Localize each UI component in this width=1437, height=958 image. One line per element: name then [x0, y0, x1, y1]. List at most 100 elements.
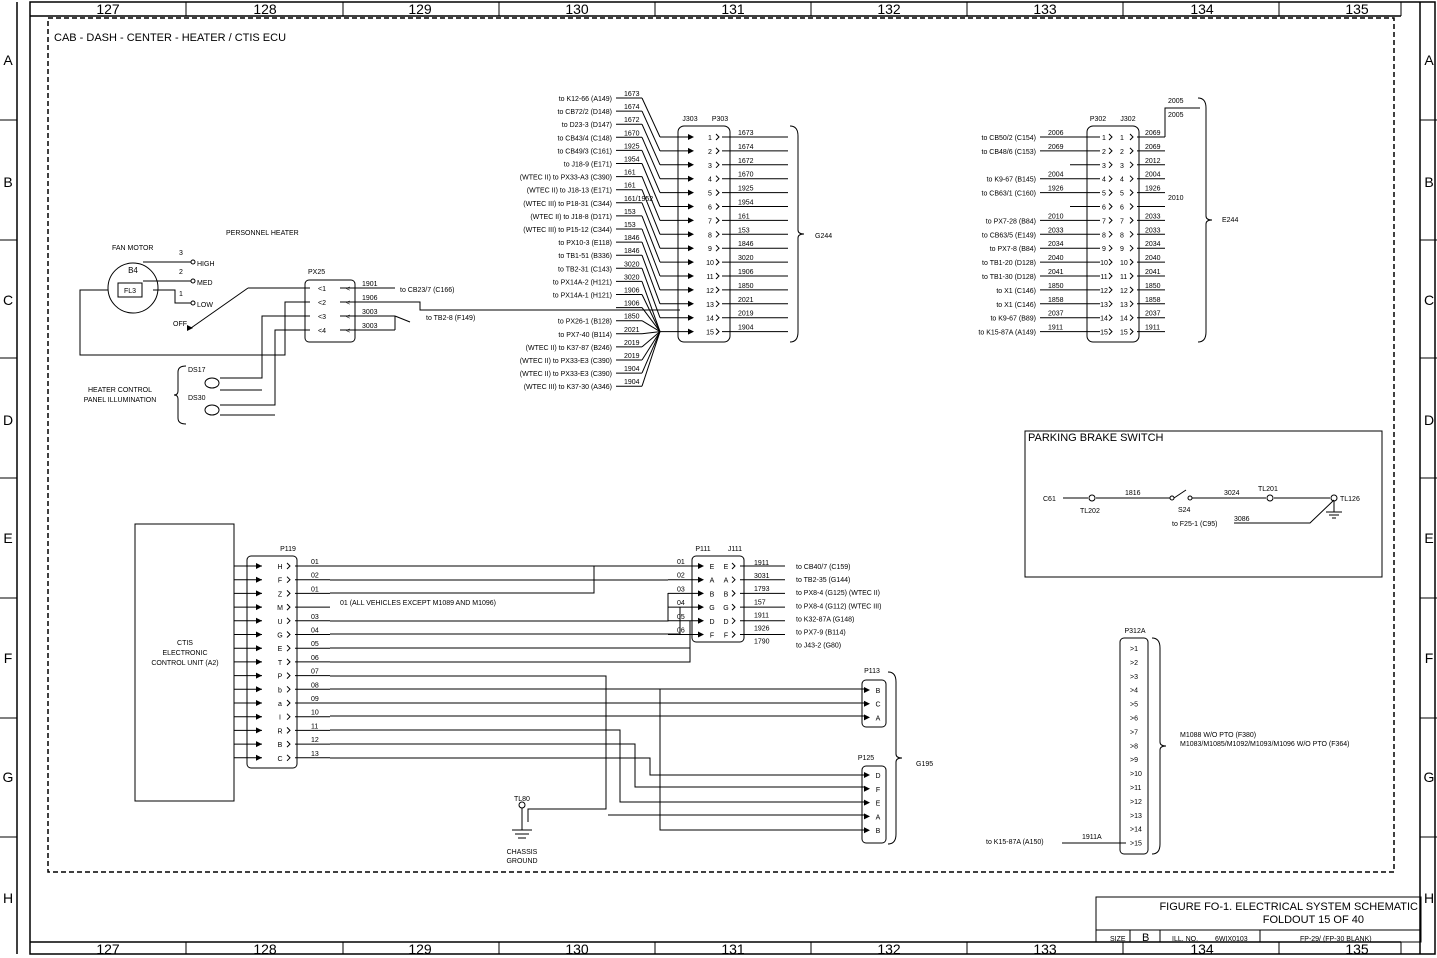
title-ill-label: ILL. NO. — [1172, 936, 1198, 943]
p111-connector — [691, 555, 745, 643]
j302-pin: 15 — [1120, 330, 1128, 337]
p125-pin: D — [875, 773, 880, 780]
pb-wire-3086-label: 3086 — [1234, 516, 1250, 523]
ctis-route-11 — [330, 729, 864, 803]
j303-dest-wire: 161 — [624, 183, 636, 190]
p302-pin: 11 — [1100, 274, 1107, 281]
ctis-out-dest: to PX7-9 (B114) — [796, 630, 846, 637]
ctis-route-ground — [330, 675, 607, 822]
j303-dest-label: to PX14A-1 (H121) — [553, 293, 612, 300]
px25-pin: <3 — [318, 314, 326, 321]
p111-in-arrow — [698, 576, 704, 583]
title-size-label: SIZE — [1110, 936, 1126, 943]
p119-pin: Z — [278, 591, 283, 598]
j303-dest-wire: 1846 — [624, 235, 640, 242]
j303-pin: 10 — [706, 260, 714, 267]
p312a-pin: >4 — [1130, 688, 1138, 695]
j111-pin-chevron — [731, 631, 736, 638]
j302-pin-chevron — [1129, 272, 1134, 280]
j303-dest-wire: 2019 — [624, 353, 640, 360]
section-title: CAB - DASH - CENTER - HEATER / CTIS ECU — [54, 32, 286, 44]
j303-pin-chevron — [715, 286, 720, 294]
j302-pin-chevron — [1129, 286, 1134, 294]
j111-pin: B — [724, 591, 729, 598]
switch-contact — [190, 259, 196, 265]
j302-name: J302 — [1120, 116, 1135, 123]
grid-col-label-top: 129 — [408, 1, 432, 17]
j303-dest-label: to PX14A-2 (H121) — [553, 279, 612, 286]
grid-col-label-top: 134 — [1190, 1, 1214, 17]
ctis-out-dest: to PX8-4 (G112) (WTEC III) — [796, 603, 881, 610]
j303-in-arrow — [688, 300, 694, 307]
p302-in-wire-label: 1926 — [1048, 186, 1064, 193]
j303-pin: 3 — [708, 163, 712, 170]
j303-dest-label: to D23-3 (D147) — [562, 122, 612, 129]
p302-pin: 8 — [1102, 232, 1106, 239]
j303-fan-wire — [641, 331, 661, 348]
j302-out-label: 1926 — [1145, 186, 1161, 193]
p119-pin-chevron — [286, 631, 291, 638]
p119-pin: I — [279, 715, 281, 722]
p125-name: P125 — [858, 755, 874, 762]
grid-row-label-left: B — [3, 174, 12, 190]
j303-in-arrow — [688, 273, 694, 279]
p125-pin: B — [876, 828, 881, 835]
p302-in-wire-label: 2006 — [1048, 130, 1064, 137]
p312a-pin: >1 — [1130, 646, 1138, 653]
grid-col-label-bottom: 131 — [721, 941, 745, 957]
g195-bracket — [887, 671, 903, 845]
p302-pin-chevron — [1108, 217, 1113, 224]
switch-arrow — [187, 325, 193, 331]
j303-pin: 14 — [706, 316, 714, 323]
p125-pin: F — [876, 787, 880, 794]
j303-pin: 2 — [708, 149, 712, 156]
p119-in-arrow — [256, 631, 262, 638]
p302-dest-label: to PX7-28 (B84) — [986, 218, 1036, 225]
grid-col-label-top: 133 — [1033, 1, 1057, 17]
p302-pin: 7 — [1102, 218, 1106, 225]
ground-label-1: CHASSIS — [507, 849, 538, 856]
j302-pin-chevron — [1129, 161, 1134, 169]
p113-arrow — [864, 687, 870, 693]
j302-out-label: 1858 — [1145, 297, 1161, 304]
outer-border — [29, 1, 1436, 955]
ctis-out-dest: to K32-87A (G148) — [796, 616, 854, 623]
j303-in-arrow — [688, 189, 694, 196]
j302-pin: 6 — [1120, 205, 1124, 212]
p302-in-wire-label: 1858 — [1048, 297, 1064, 304]
grid-col-label-bottom: 128 — [253, 941, 277, 957]
j303-dest-label: to CB43/4 (C148) — [558, 135, 612, 142]
illum-wire-2 — [220, 329, 310, 406]
j303-fan-wire — [641, 137, 661, 179]
p302-pin: 3 — [1102, 163, 1106, 170]
p119-wire-label: 04 — [311, 628, 319, 635]
grid-row-label-left: C — [3, 292, 13, 308]
px25-to-j303-wire — [395, 301, 680, 311]
g244-ref: G244 — [815, 233, 832, 240]
grid-col-label-bottom: 129 — [408, 941, 432, 957]
p111-in-arrow — [698, 631, 704, 638]
px25-arrow: < — [346, 328, 350, 335]
p302-pin-chevron — [1108, 189, 1113, 196]
j303-fan-wire — [641, 97, 661, 138]
p111-in-arrow — [698, 604, 704, 611]
p302-pin-chevron — [1108, 203, 1113, 210]
p302-pin: 5 — [1102, 191, 1106, 198]
p119-in-arrow — [256, 617, 262, 624]
pb-wire-1816-label: 1816 — [1125, 490, 1141, 497]
ctis-out-dest: to J43-2 (G80) — [796, 643, 841, 650]
p113-arrow — [864, 700, 870, 707]
illum-wire-1 — [220, 315, 310, 379]
grid-row-label-left: A — [3, 52, 13, 68]
j303-dest-label: (WTEC II) to PX33-A3 (C390) — [520, 175, 612, 182]
ctis-label-1: CTIS — [177, 640, 193, 647]
p119-pin-chevron — [286, 576, 291, 584]
p302-in-wire-label: 2041 — [1048, 269, 1064, 276]
grid-col-label-top: 132 — [877, 1, 901, 17]
motor-return-wire — [79, 289, 310, 356]
grid-col-label-top: 127 — [96, 1, 120, 17]
p302-dest-label: to CB63/5 (E149) — [982, 232, 1036, 239]
p119-pin-chevron — [286, 727, 291, 734]
p113-pin: C — [875, 702, 880, 709]
p125-arrow — [864, 813, 870, 820]
